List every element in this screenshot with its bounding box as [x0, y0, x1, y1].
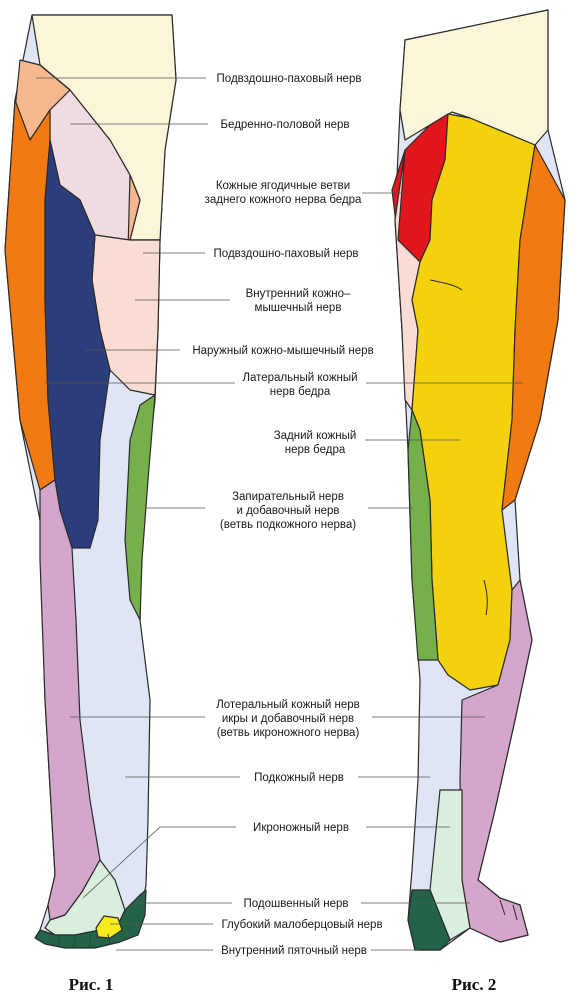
left-toe-lines — [57, 933, 111, 949]
label-line: Запирательный нерв — [232, 491, 344, 503]
label-gluteal-branches: Кожные ягодичные ветви заднего кожного не… — [205, 180, 362, 206]
left-toes — [34, 889, 147, 949]
label-genitofemoral-nerve: Бедренно-половой нерв — [221, 119, 350, 131]
label-line: Внутренний пяточный нерв — [221, 945, 367, 957]
label-line: Наружный кожно-мышечный нерв — [192, 345, 373, 357]
label-ilioinguinal-nerve-lower: Подвздошно-паховый нерв — [214, 248, 359, 260]
label-medial-calcaneal-nerve: Внутренний пяточный нерв — [221, 945, 367, 957]
label-saphenous-nerve: Подкожный нерв — [254, 772, 344, 784]
right-hip-region — [399, 9, 549, 146]
label-line: Бедренно-половой нерв — [221, 119, 350, 131]
label-line: Латеральный кожный — [242, 372, 357, 384]
left-external-cutaneous-region — [44, 139, 111, 549]
label-lateral-sural-cutaneous: Лотеральный кожный нерв икры и добавочный… — [216, 699, 360, 739]
figure-caption-right: Рис. 2 — [452, 975, 497, 994]
label-line: Задний кожный — [274, 430, 357, 442]
label-line: Подошвенный нерв — [244, 898, 349, 910]
label-line: заднего кожного нерва бедра — [205, 194, 362, 206]
left-leg-figure — [4, 14, 177, 949]
label-obturator-nerve: Запирательный нерв и добавочный нерв (ветв… — [220, 491, 356, 531]
label-sural-nerve: Икроножный нерв — [253, 822, 349, 834]
right-obturator-region — [407, 409, 439, 661]
label-line: Глубокий малоберцовый нерв — [221, 919, 382, 931]
right-leg-figure — [391, 9, 566, 951]
right-heel-region — [407, 889, 451, 951]
label-line: Подвздошно-паховый нерв — [214, 248, 359, 260]
label-line: (ветвь подкожного нерва) — [220, 519, 356, 531]
label-line: икры и добавочный нерв — [222, 713, 354, 725]
left-deep-peroneal-region — [95, 915, 123, 939]
left-obturator-region — [124, 394, 156, 621]
label-line: Подвздошно-паховый нерв — [217, 73, 362, 85]
right-lateral-femoral-cutaneous — [501, 144, 566, 511]
label-plantar-nerve: Подошвенный нерв — [244, 898, 349, 910]
label-line: Подкожный нерв — [254, 772, 344, 784]
label-line: нерв бедра — [285, 444, 346, 456]
label-internal-musculocutaneous: Внутренний кожно– мышечный нерв — [246, 288, 351, 314]
labels: Подвздошно-паховый нерв Бедренно-половой… — [192, 73, 382, 957]
label-line: Кожные ягодичные ветви — [216, 180, 350, 192]
label-line: мышечный нерв — [255, 302, 342, 314]
label-lateral-femoral-cutaneous: Латеральный кожный нерв бедра — [242, 372, 357, 398]
figure-caption-left: Рис. 1 — [69, 975, 114, 994]
label-line: Лотеральный кожный нерв — [216, 699, 360, 711]
leader-lines — [36, 77, 523, 951]
label-external-musculocutaneous: Наружный кожно-мышечный нерв — [192, 345, 373, 357]
right-leg-contours — [429, 279, 518, 921]
label-posterior-femoral-cutaneous: Задний кожный нерв бедра — [274, 430, 357, 456]
label-line: (ветвь икроножного нерва) — [217, 727, 360, 739]
label-deep-peroneal-nerve: Глубокий малоберцовый нерв — [221, 919, 382, 931]
label-line: нерв бедра — [270, 386, 331, 398]
label-line: и добавочный нерв — [236, 505, 339, 517]
label-ilioinguinal-nerve-upper: Подвздошно-паховый нерв — [217, 73, 362, 85]
label-line: Икроножный нерв — [253, 822, 349, 834]
label-line: Внутренний кожно– — [246, 288, 351, 300]
